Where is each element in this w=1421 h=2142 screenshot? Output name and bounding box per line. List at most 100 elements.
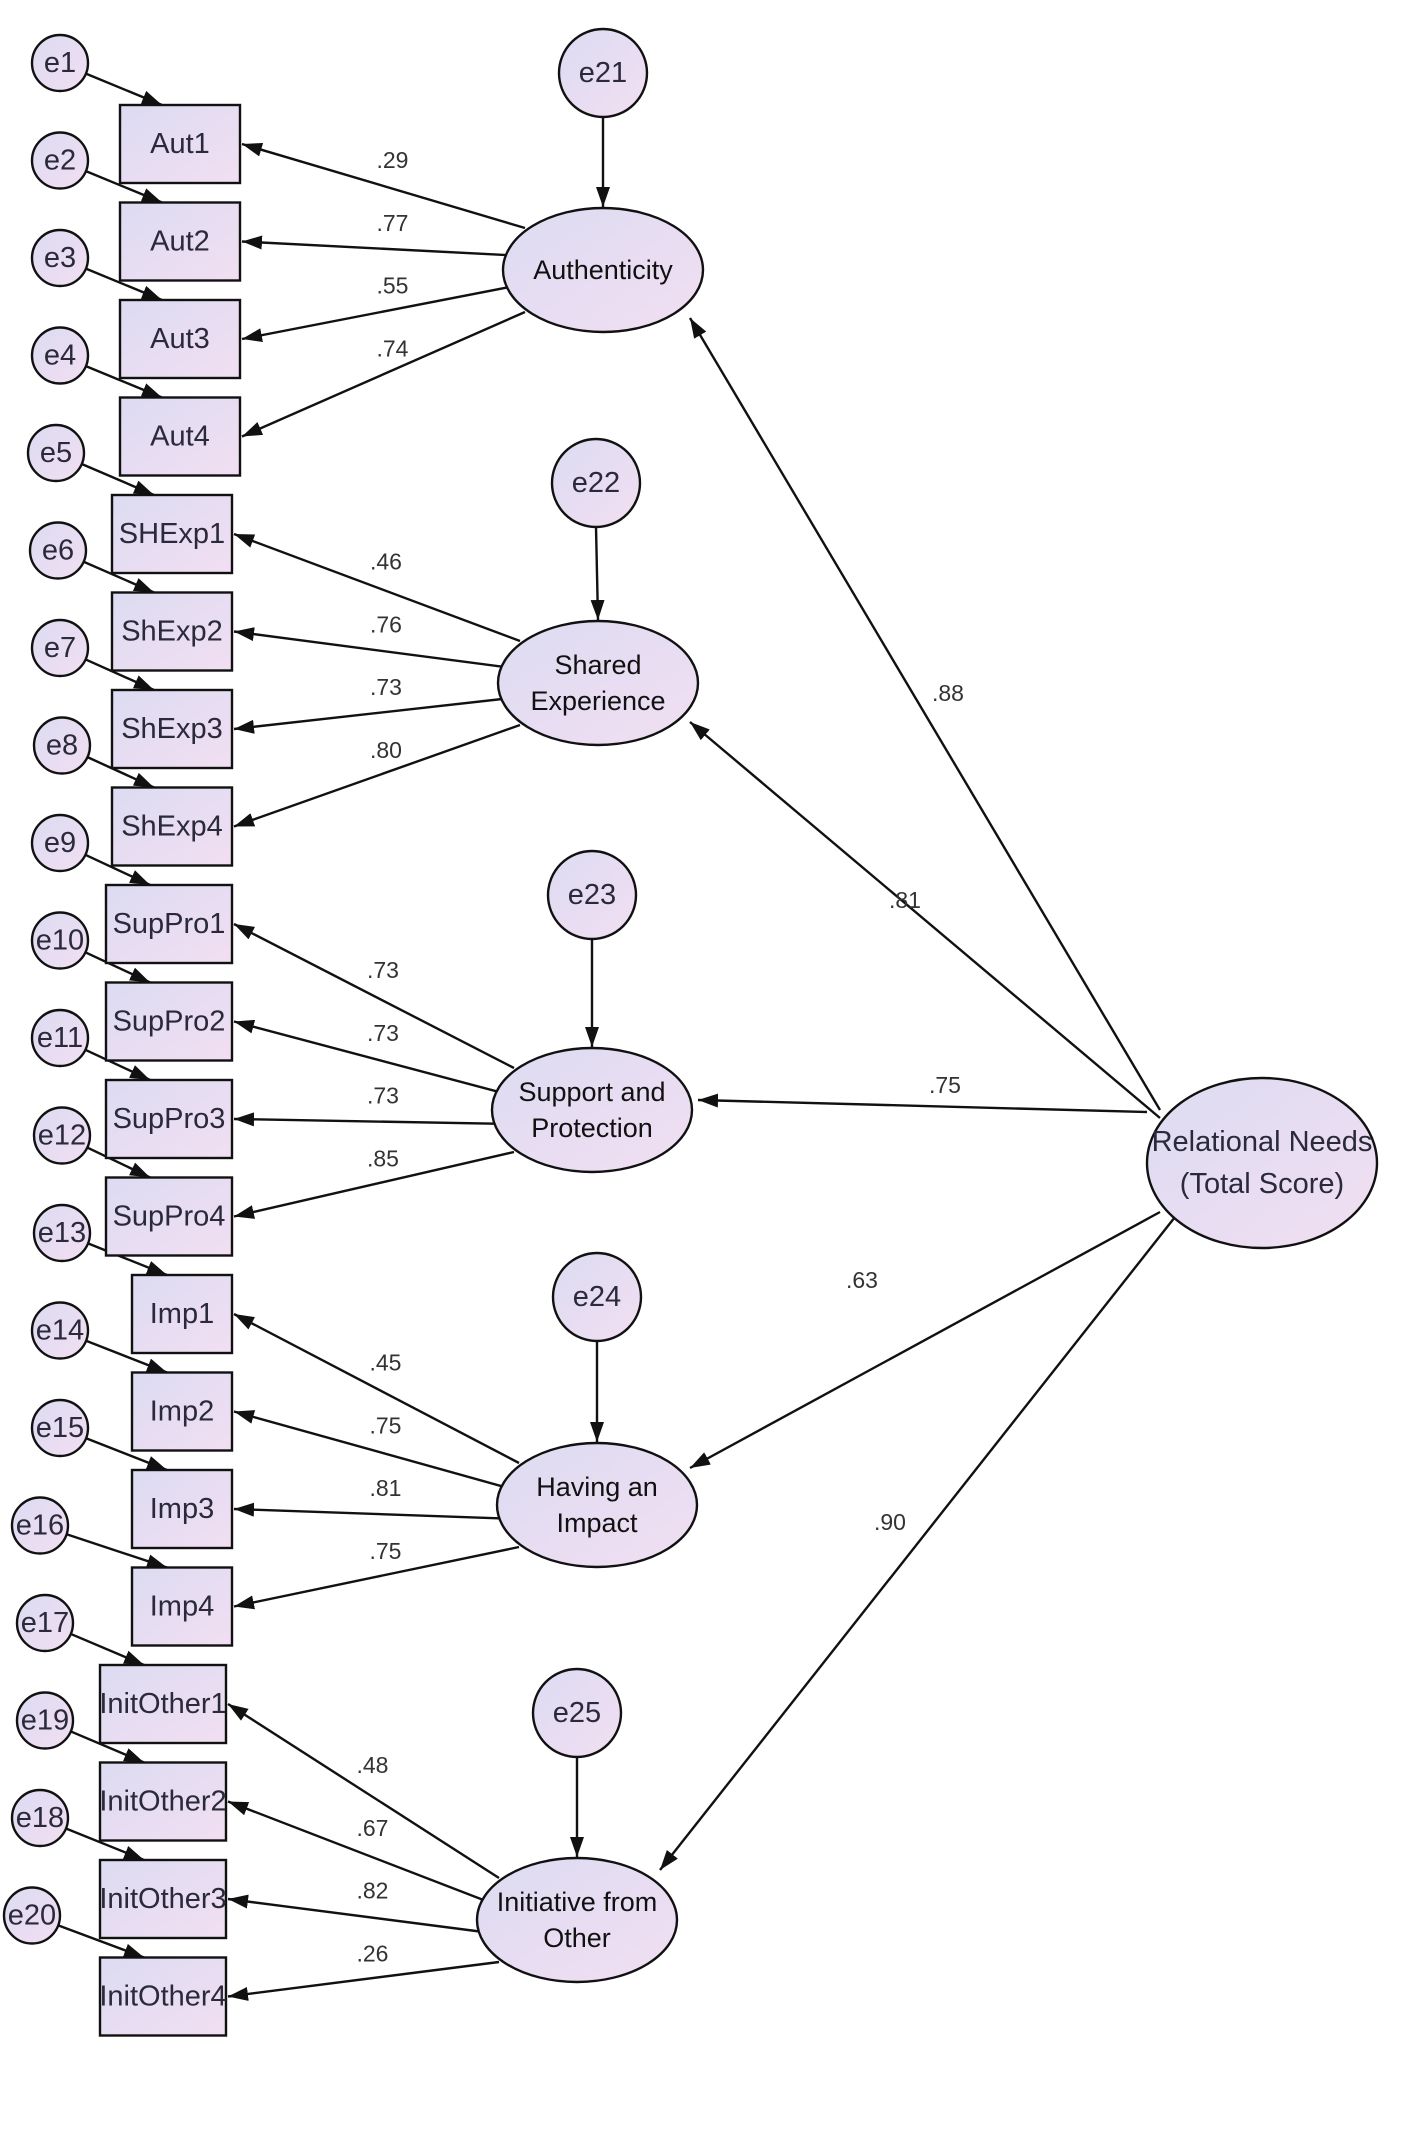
factor-label: Experience bbox=[530, 686, 665, 716]
loading-arrow bbox=[233, 1545, 520, 1610]
indicator-label: SupPro4 bbox=[113, 1201, 226, 1233]
loading-coefficient: .29 bbox=[377, 147, 409, 173]
latent-factor bbox=[496, 619, 700, 747]
error-path-arrow bbox=[70, 1730, 145, 1764]
paths-layer bbox=[57, 72, 1176, 2001]
error-term-label: e5 bbox=[40, 437, 72, 469]
indicator-box bbox=[104, 1078, 234, 1160]
indicator-label: Imp3 bbox=[150, 1493, 214, 1525]
loading-arrow bbox=[233, 1150, 515, 1219]
error-path-arrow bbox=[85, 72, 163, 107]
factor-label: Initiative from bbox=[497, 1887, 658, 1917]
indicator-label: Imp1 bbox=[150, 1298, 214, 1330]
error-term-label: e19 bbox=[21, 1705, 69, 1737]
indicator-box bbox=[130, 1566, 234, 1647]
loading-arrow bbox=[233, 1502, 520, 1521]
error-term bbox=[30, 1301, 90, 1360]
latent-factor bbox=[490, 1046, 694, 1174]
indicator-box bbox=[110, 493, 234, 575]
error-term-label: e9 bbox=[44, 827, 76, 859]
loading-arrow bbox=[233, 1312, 520, 1465]
disturbance-term bbox=[557, 27, 649, 119]
loading-arrow bbox=[233, 922, 515, 1070]
latent-factor bbox=[501, 206, 705, 334]
loading-arrow bbox=[233, 695, 521, 734]
structural-coefficient: .63 bbox=[846, 1267, 878, 1293]
indicator-label: InitOther3 bbox=[99, 1883, 226, 1915]
loading-arrow bbox=[233, 1019, 515, 1098]
indicator-label: ShExp3 bbox=[121, 713, 223, 745]
indicator-box bbox=[110, 591, 234, 672]
error-path-arrow bbox=[85, 1437, 168, 1472]
error-term bbox=[10, 1496, 70, 1555]
error-term-label: e6 bbox=[42, 535, 74, 567]
indicator-label: Aut4 bbox=[150, 421, 210, 453]
loading-arrow bbox=[241, 235, 526, 258]
factor-label: Impact bbox=[556, 1508, 638, 1538]
indicator-label: InitOther1 bbox=[99, 1688, 226, 1720]
structural-coefficient: .90 bbox=[874, 1509, 906, 1535]
structural-path-arrow bbox=[697, 1093, 1148, 1114]
indicator-label: InitOther2 bbox=[99, 1786, 226, 1818]
loading-coefficient: .74 bbox=[377, 335, 409, 361]
disturbance-label: e22 bbox=[572, 467, 620, 499]
loading-coefficient: .73 bbox=[367, 957, 399, 983]
error-term-label: e12 bbox=[38, 1120, 86, 1152]
indicator-label: SupPro2 bbox=[113, 1006, 226, 1038]
indicator-box bbox=[118, 201, 242, 282]
loading-coefficient: .85 bbox=[367, 1145, 399, 1171]
loading-coefficient: .80 bbox=[370, 737, 402, 763]
error-term bbox=[15, 1593, 75, 1653]
indicator-box bbox=[104, 883, 234, 965]
error-term bbox=[30, 813, 90, 873]
indicator-box bbox=[104, 981, 234, 1062]
factor-label: Other bbox=[543, 1923, 611, 1953]
error-path-arrow bbox=[65, 1827, 145, 1862]
loading-arrow bbox=[227, 1960, 500, 2001]
error-term-label: e11 bbox=[37, 1022, 83, 1054]
disturbance-term bbox=[546, 849, 638, 941]
structural-coefficient: .81 bbox=[889, 887, 921, 913]
indicator-box bbox=[110, 688, 234, 770]
factor-label: Shared bbox=[554, 650, 641, 680]
error-path-arrow bbox=[57, 1924, 145, 1959]
higher-order-label: (Total Score) bbox=[1180, 1168, 1344, 1200]
indicator-label: SHExp1 bbox=[119, 518, 225, 550]
disturbance-label: e23 bbox=[568, 879, 616, 911]
error-path-arrow bbox=[87, 1242, 168, 1277]
loading-arrow bbox=[227, 1894, 500, 1936]
indicator-box bbox=[98, 1663, 228, 1745]
error-path-arrow bbox=[86, 1146, 151, 1179]
structural-path-arrow bbox=[688, 317, 1162, 1111]
loading-coefficient: .55 bbox=[377, 273, 409, 299]
indicator-label: SupPro3 bbox=[113, 1103, 226, 1135]
error-term-label: e13 bbox=[38, 1217, 86, 1249]
error-path-arrow bbox=[85, 365, 163, 399]
loading-arrow bbox=[233, 1112, 515, 1127]
error-term-label: e14 bbox=[36, 1315, 84, 1347]
loading-coefficient: .67 bbox=[357, 1815, 389, 1841]
loading-coefficient: .46 bbox=[370, 549, 402, 575]
indicator-label: ShExp2 bbox=[121, 616, 223, 648]
loading-coefficient: .75 bbox=[370, 1412, 402, 1438]
error-path-arrow bbox=[86, 756, 155, 789]
indicator-box bbox=[110, 786, 234, 867]
error-path-arrow bbox=[85, 170, 163, 204]
structural-coefficient: .75 bbox=[929, 1072, 961, 1098]
error-term bbox=[30, 1398, 90, 1458]
indicator-box bbox=[118, 298, 242, 380]
indicator-box bbox=[98, 1761, 228, 1842]
error-path-arrow bbox=[81, 462, 155, 497]
higher-order-factor bbox=[1145, 1076, 1379, 1250]
loading-coefficient: .45 bbox=[370, 1350, 402, 1376]
factor-label: Support and bbox=[518, 1077, 665, 1107]
error-term-label: e15 bbox=[36, 1412, 84, 1444]
error-term bbox=[30, 1008, 90, 1068]
loading-coefficient: .73 bbox=[367, 1083, 399, 1109]
error-term-label: e18 bbox=[16, 1802, 64, 1834]
loading-coefficient: .82 bbox=[357, 1878, 389, 1904]
error-path-arrow bbox=[85, 267, 163, 302]
factor-label: Authenticity bbox=[533, 255, 673, 285]
indicator-box bbox=[118, 396, 242, 477]
